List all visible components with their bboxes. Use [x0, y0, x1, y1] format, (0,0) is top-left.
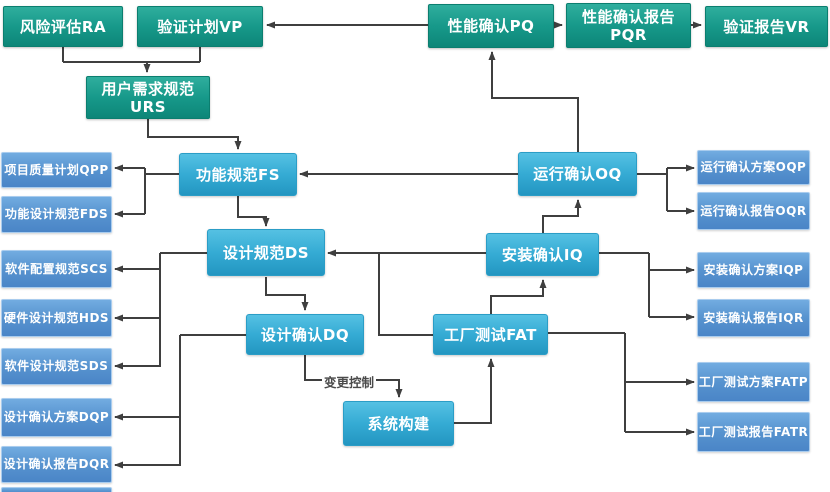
flow-node-vp: 验证计划VP: [137, 6, 263, 47]
flow-node-dqp: 设计确认方案DQP: [1, 398, 112, 437]
edge-fat-to-ds-line: [378, 253, 433, 336]
flow-node-oqp: 运行确认方案OQP: [697, 150, 810, 185]
edge-dq-to-dqr: [114, 335, 181, 469]
flow-node-label: 验证计划VP: [157, 17, 243, 36]
flow-node-fat: 工厂测试FAT: [433, 314, 548, 355]
flow-node-label: 项目质量计划QPP: [4, 162, 109, 177]
flow-node-scs: 软件配置规范SCS: [1, 250, 112, 288]
edge-ds-to-sds: [114, 253, 161, 370]
flow-node-label: 硬件设计规范HDS: [3, 310, 110, 325]
flow-node-label: 性能确认PQ: [447, 17, 535, 35]
flow-node-dqr: 设计确认报告DQR: [1, 446, 112, 483]
flow-node-label: 功能规范FS: [195, 165, 281, 184]
flow-node-label: 设计确认DQ: [260, 325, 350, 344]
change-control-edge-label: 变更控制: [322, 372, 377, 391]
flow-node-label: 安装确认IQ: [501, 245, 584, 264]
flow-node-label: 运行确认报告OQR: [700, 203, 807, 218]
edge-build-to-fat: [454, 358, 495, 424]
flow-node-label: 系统构建: [367, 414, 430, 433]
flow-node-ra: 风险评估RA: [3, 6, 123, 47]
edge-ds-to-dq: [265, 277, 309, 311]
flow-node-qpp: 项目质量计划QPP: [1, 152, 112, 188]
edge-oq-to-pq: [488, 51, 579, 152]
flow-node-iqr: 安装确认报告IQR: [697, 299, 810, 337]
flow-node-build: 系统构建: [343, 401, 454, 446]
flow-node-cutoff: [1, 487, 112, 492]
flow-node-label: 工厂测试方案FATP: [698, 374, 809, 389]
flow-node-label: 软件配置规范SCS: [5, 261, 108, 276]
edge-urs-to-fs: [147, 119, 242, 150]
flow-node-label: 软件设计规范SDS: [4, 359, 109, 374]
flow-node-label: 设计规范DS: [222, 243, 310, 262]
flow-node-sds: 软件设计规范SDS: [1, 348, 112, 385]
flow-node-label: 功能设计规范FDS: [4, 207, 109, 222]
flow-node-label: 用户需求规范: [101, 79, 195, 98]
flow-node-dq: 设计确认DQ: [246, 314, 364, 355]
flow-node-label: 风险评估RA: [19, 17, 107, 36]
flow-node-oq: 运行确认OQ: [518, 152, 637, 196]
edge-iq-to-oq: [542, 199, 582, 233]
flow-node-vr: 验证报告VR: [705, 6, 828, 47]
flow-node-oqr: 运行确认报告OQR: [697, 192, 810, 230]
flow-node-iq: 安装确认IQ: [486, 233, 599, 276]
flow-node-label: 工厂测试FAT: [444, 325, 537, 344]
flow-node-fs: 功能规范FS: [179, 153, 297, 196]
flow-node-label-line2: URS: [129, 97, 167, 116]
edge-fat-to-iq: [490, 279, 547, 314]
flow-node-label: 设计确认报告DQR: [3, 457, 110, 472]
flow-node-fatp: 工厂测试方案FATP: [697, 362, 810, 402]
flow-node-fds: 功能设计规范FDS: [1, 196, 112, 233]
flow-node-fatr: 工厂测试报告FATR: [697, 412, 810, 452]
flow-node-iqp: 安装确认方案IQP: [697, 252, 810, 288]
flow-node-label: 性能确认报告: [581, 7, 675, 26]
flow-node-pq: 性能确认PQ: [428, 4, 554, 48]
flow-node-label: 运行确认OQ: [533, 165, 622, 183]
flow-node-ds: 设计规范DS: [207, 229, 325, 276]
flow-node-label: 运行确认方案OQP: [700, 160, 807, 175]
flow-node-label: 安装确认方案IQP: [703, 262, 804, 277]
flow-node-label: 工厂测试报告FATR: [698, 424, 809, 439]
flow-node-label: 验证报告VR: [723, 17, 810, 36]
edge-fs-to-ds: [237, 196, 270, 227]
flow-node-label: 设计确认方案DQP: [3, 410, 110, 425]
flow-node-label: 安装确认报告IQR: [703, 310, 804, 325]
flow-node-hds: 硬件设计规范HDS: [1, 299, 112, 337]
flow-node-label-line2: PQR: [610, 25, 647, 44]
